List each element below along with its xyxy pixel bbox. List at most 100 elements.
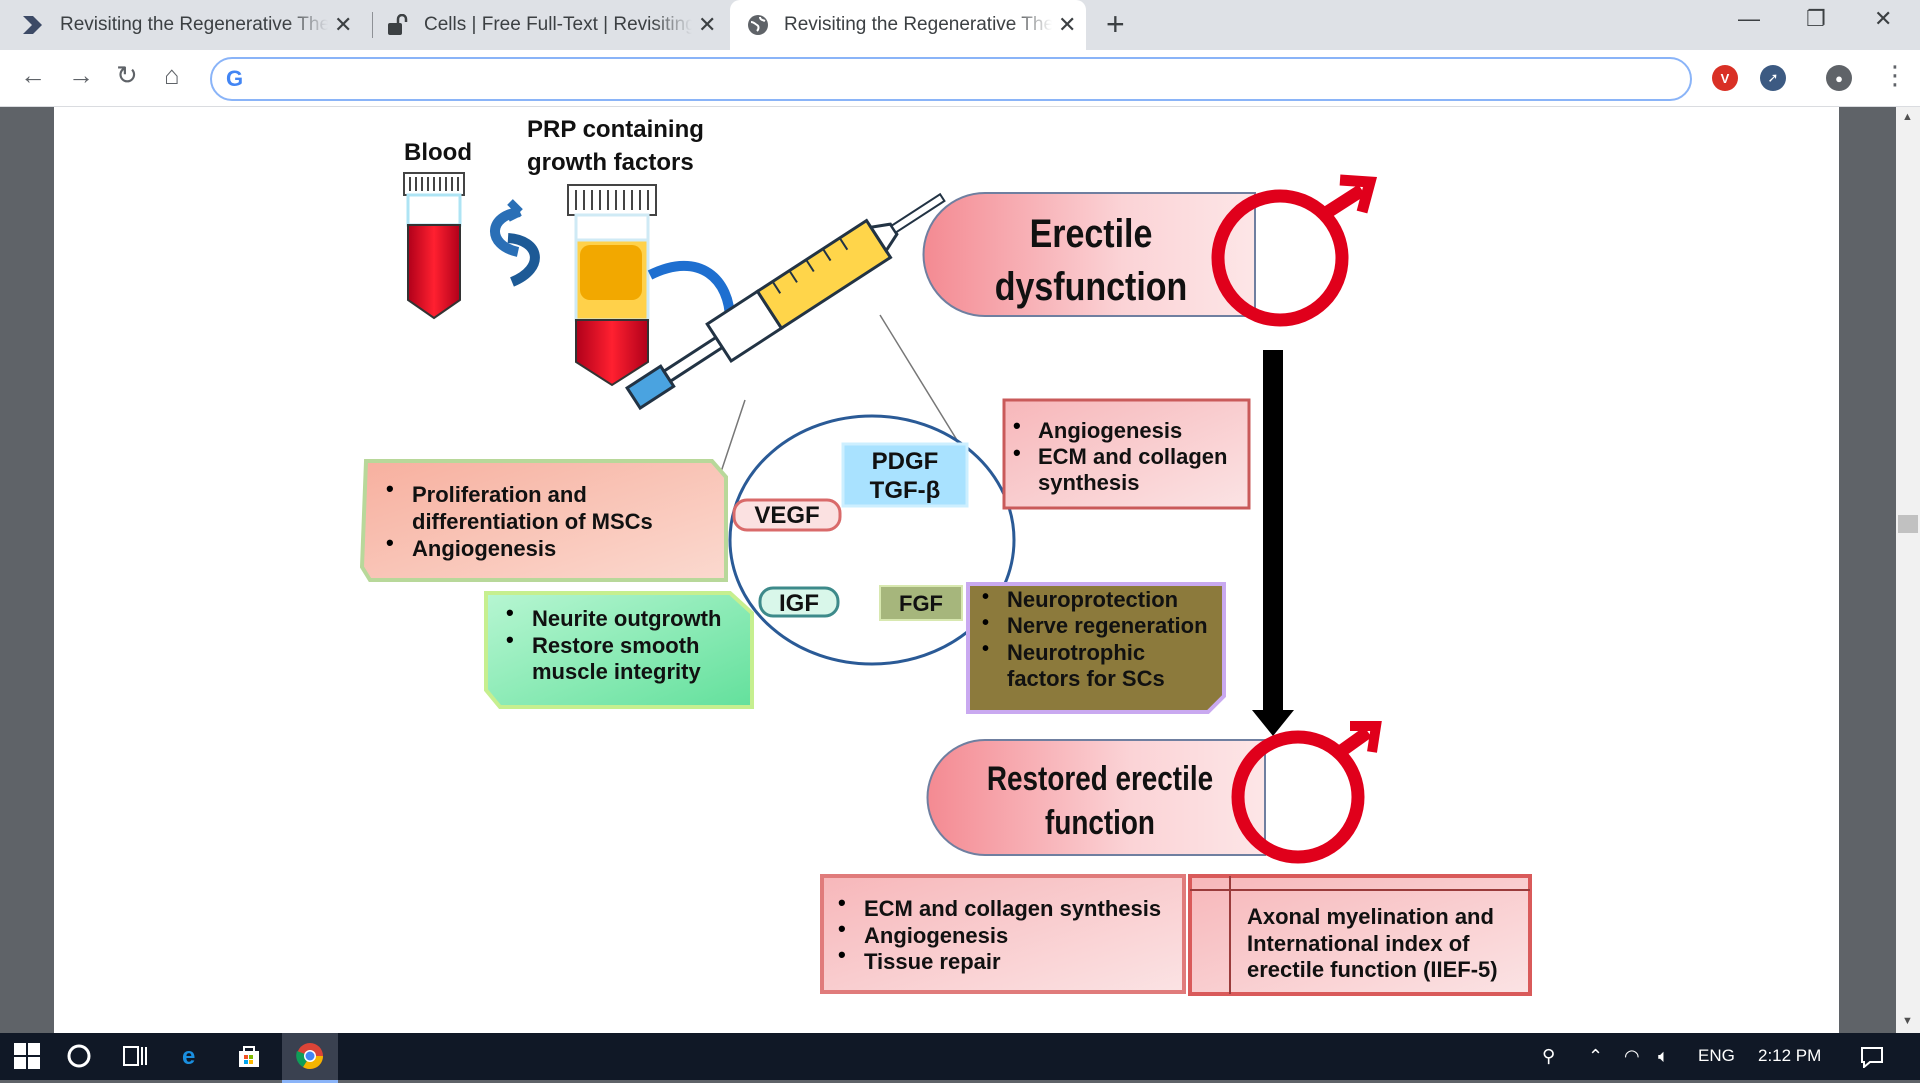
- language-indicator[interactable]: ENG: [1698, 1046, 1735, 1065]
- igf-label: IGF: [779, 590, 819, 617]
- address-input[interactable]: [264, 65, 1668, 93]
- browser-toolbar: ← → ↻ ⌂ G V ➚ ● ⋮: [0, 50, 1920, 107]
- blood-tube: [403, 172, 465, 320]
- tab-title: Revisiting the Regenerative Thera: [784, 14, 1052, 35]
- tab-3-active[interactable]: Revisiting the Regenerative Thera ✕: [730, 0, 1086, 50]
- restore-icon[interactable]: ❐: [1806, 6, 1826, 31]
- figure: Blood PRP containing growth factors: [359, 116, 1532, 996]
- vegf-badge: [732, 498, 842, 532]
- tab-title: Cells | Free Full-Text | Revisiting th: [424, 14, 692, 35]
- bullet: •: [386, 530, 394, 555]
- page-content: Blood PRP containing growth factors: [54, 107, 1839, 1033]
- tgfb-label: TGF-β: [870, 477, 941, 504]
- vegf-effect-3: Angiogenesis: [412, 536, 556, 561]
- pdgf-effect-2: ECM and collagen: [1038, 444, 1227, 469]
- fgf-effect-3: Neurotrophic: [1007, 640, 1145, 665]
- close-icon[interactable]: ✕: [334, 12, 353, 37]
- clock[interactable]: 2:12 PM: [1758, 1046, 1822, 1065]
- scroll-up-icon[interactable]: ▲: [1902, 111, 1913, 123]
- chevron-up-icon[interactable]: ⌃: [1588, 1046, 1604, 1066]
- bullet: •: [982, 638, 989, 660]
- forward-icon[interactable]: →: [68, 60, 94, 90]
- menu-icon[interactable]: ⋮: [1882, 60, 1908, 90]
- igf-effects-box: [484, 591, 754, 709]
- back-icon[interactable]: ←: [20, 60, 46, 90]
- fgf-label: FGF: [899, 591, 943, 616]
- erectile-dysfunction-line1: Erectile: [1030, 210, 1153, 255]
- tab-2[interactable]: Cells | Free Full-Text | Revisiting th ✕: [384, 0, 724, 50]
- address-bar[interactable]: G: [210, 57, 1692, 101]
- pdgf-effect-3: synthesis: [1038, 470, 1140, 495]
- home-icon[interactable]: ⌂: [164, 60, 180, 90]
- igf-effect-1: Neurite outgrowth: [532, 606, 721, 631]
- close-window-icon[interactable]: ✕: [1874, 6, 1893, 31]
- google-icon: G: [226, 66, 244, 91]
- erectile-dysfunction-banner: [922, 174, 1378, 327]
- bullet: •: [838, 890, 846, 915]
- axonal-line-2: International index of: [1247, 931, 1470, 956]
- vegf-effect-1: Proliferation and: [412, 482, 587, 507]
- reload-icon[interactable]: ↻: [116, 60, 138, 90]
- tab-1[interactable]: Revisiting the Regenerative Thera ✕: [20, 0, 360, 50]
- chrome-icon: [296, 1043, 324, 1070]
- new-tab-button[interactable]: +: [1106, 6, 1125, 42]
- tab-strip: Revisiting the Regenerative Thera ✕ Cell…: [0, 0, 1920, 50]
- blood-label: Blood: [404, 139, 472, 166]
- syringe-icon: [625, 192, 946, 411]
- volume-icon[interactable]: 🔈︎: [1658, 1046, 1669, 1066]
- bullet: •: [982, 586, 989, 608]
- close-icon[interactable]: ✕: [1058, 12, 1077, 37]
- vegf-effects-box: [359, 459, 728, 582]
- tab-divider: [372, 12, 373, 38]
- axonal-effects-box: [1188, 874, 1532, 996]
- tab-title: Revisiting the Regenerative Thera: [60, 14, 328, 35]
- pdgf-label: PDGF: [872, 448, 939, 475]
- fgf-effects-box: [966, 582, 1226, 714]
- search-circle-icon[interactable]: [66, 1043, 92, 1076]
- notifications-icon[interactable]: [1860, 1046, 1884, 1073]
- restored-function-banner: [926, 721, 1382, 864]
- windows-start-icon[interactable]: [14, 1043, 40, 1076]
- bullet: •: [506, 627, 514, 652]
- prp-label-line1: PRP containing: [527, 116, 704, 143]
- igf-badge: [758, 586, 840, 618]
- scroll-thumb[interactable]: [1898, 515, 1918, 533]
- fgf-effect-4: factors for SCs: [1007, 666, 1165, 691]
- unlocked-lock-icon: [384, 14, 412, 36]
- fgf-effect-2: Nerve regeneration: [1007, 613, 1208, 638]
- restored-line2: function: [1045, 803, 1155, 841]
- vertical-scrollbar[interactable]: ▲ ▼: [1896, 107, 1920, 1033]
- bullet: •: [838, 942, 846, 967]
- scroll-down-icon[interactable]: ▼: [1902, 1015, 1913, 1027]
- growth-factor-circle: [728, 414, 1016, 666]
- bullet: •: [982, 612, 989, 634]
- restored-line1: Restored erectile: [987, 759, 1213, 797]
- store-icon[interactable]: [236, 1043, 262, 1076]
- igf-effect-2: Restore smooth: [532, 633, 699, 658]
- prp-label-line2: growth factors: [527, 149, 694, 176]
- bullet: •: [386, 476, 394, 501]
- igf-effect-3: muscle integrity: [532, 659, 701, 684]
- bullet: •: [1013, 440, 1021, 465]
- exchange-arrows-icon: [490, 199, 540, 287]
- profile-icon[interactable]: ●: [1826, 65, 1852, 91]
- ecm-effect-2: Angiogenesis: [864, 923, 1008, 948]
- fgf-effect-1: Neuroprotection: [1007, 587, 1178, 612]
- globe-icon: [744, 13, 772, 37]
- fgf-badge: [879, 585, 963, 621]
- chrome-taskbar-button[interactable]: [282, 1033, 338, 1083]
- bookmark-arrow-icon: [20, 14, 48, 36]
- extension-icon[interactable]: V: [1712, 65, 1738, 91]
- task-view-icon[interactable]: [122, 1043, 150, 1076]
- cursor-extension-icon[interactable]: ➚: [1760, 65, 1786, 91]
- wifi-icon[interactable]: ◠: [1624, 1046, 1640, 1066]
- axonal-line-3: erectile function (IIEF-5): [1247, 957, 1498, 982]
- minimize-icon[interactable]: —: [1738, 6, 1760, 31]
- close-icon[interactable]: ✕: [698, 12, 717, 37]
- people-icon[interactable]: ⚲: [1542, 1046, 1556, 1066]
- edge-browser-icon[interactable]: e: [182, 1043, 196, 1070]
- bullet: •: [506, 600, 514, 625]
- prp-tube: [567, 184, 657, 387]
- bullet: •: [838, 916, 846, 941]
- vegf-label: VEGF: [754, 502, 819, 529]
